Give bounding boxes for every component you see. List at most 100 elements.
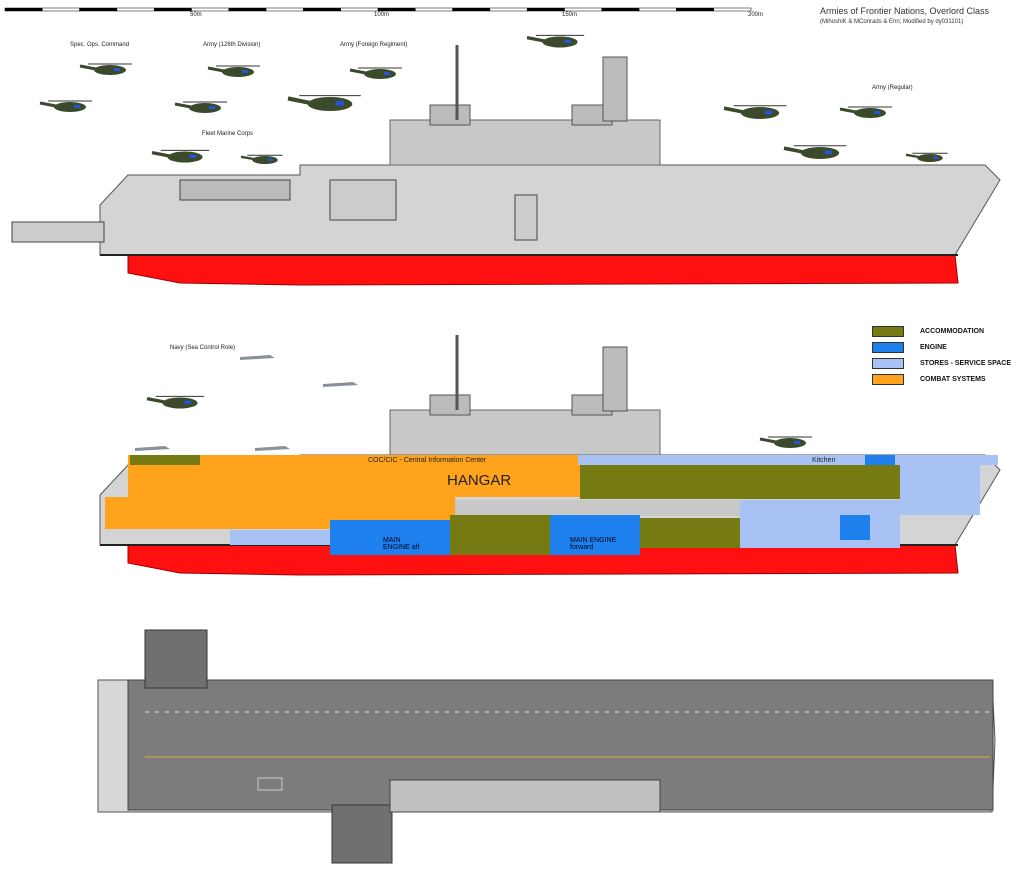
scale-bar-segment xyxy=(42,7,80,12)
legend-swatch-combat xyxy=(872,374,904,385)
window xyxy=(384,72,390,75)
stores-block xyxy=(740,520,900,548)
funnel-aft xyxy=(429,104,471,126)
window xyxy=(184,400,191,405)
label-engine-forward: MAIN ENGINE forward xyxy=(570,537,617,551)
island xyxy=(389,119,661,166)
tower xyxy=(602,56,628,122)
label-kitchen: Kitchen xyxy=(812,457,836,464)
window xyxy=(933,156,938,159)
window xyxy=(209,106,215,109)
scale-bar-segment xyxy=(601,7,640,12)
stores-block xyxy=(578,455,998,465)
scale-tick-150: 150m xyxy=(562,12,578,18)
scale-bar-segment xyxy=(713,7,752,12)
opening xyxy=(329,179,397,221)
scale-bar-segment xyxy=(191,7,230,12)
tail xyxy=(349,68,367,75)
window xyxy=(794,441,800,444)
jet-icon xyxy=(240,355,275,360)
tail xyxy=(526,35,545,43)
label-spec-ops: Spec. Ops. Command xyxy=(70,42,130,48)
scale-bar-segment xyxy=(415,7,453,12)
scale-bar-segment xyxy=(526,7,565,12)
vehicle-deck-fwd xyxy=(455,500,745,516)
legend-label-accommodation: ACCOMMODATION xyxy=(920,328,985,335)
scale-bar-segment xyxy=(4,7,43,12)
scale-bar-segment xyxy=(228,7,267,12)
helicopter-icon xyxy=(167,151,203,163)
tail xyxy=(151,150,170,158)
accommodation-block xyxy=(640,518,740,548)
stores-block xyxy=(900,465,980,515)
scale-bar-segment xyxy=(116,7,155,12)
sheet-title: Armies of Frontier Nations, Overlord Cla… xyxy=(820,6,990,16)
aft-elevator xyxy=(144,629,208,689)
scale-bar-segment xyxy=(489,7,528,12)
window xyxy=(114,68,120,71)
window xyxy=(335,101,344,106)
label-navy: Navy (Sea Control Role) xyxy=(170,345,236,351)
stores-block xyxy=(230,530,330,545)
scale-bar-segment xyxy=(153,7,192,12)
legend-swatch-accommodation xyxy=(872,326,904,337)
tail xyxy=(723,106,744,114)
legend-swatch-engine xyxy=(872,342,904,353)
legend-label-combat: COMBAT SYSTEMS xyxy=(920,376,986,383)
helicopter-icon xyxy=(307,97,353,111)
boat-bay xyxy=(179,179,291,201)
scale-tick-100: 100m xyxy=(374,12,390,18)
label-hangar: HANGAR xyxy=(447,472,512,489)
tail xyxy=(79,64,97,71)
helicopter-icon xyxy=(222,67,254,77)
window xyxy=(189,154,196,159)
tail xyxy=(905,153,920,159)
legend-swatch-stores xyxy=(872,358,904,369)
label-fleet-marine: Fleet Marine Corps xyxy=(202,131,254,137)
tower xyxy=(602,346,628,412)
hull-waterline xyxy=(127,254,959,286)
scale-bar-segment xyxy=(638,7,677,12)
label-army-126: Army (126th Division) xyxy=(203,42,261,48)
window xyxy=(564,39,571,44)
jet-icon xyxy=(135,446,170,451)
tail xyxy=(39,101,57,108)
stores-block xyxy=(740,500,900,520)
window xyxy=(874,111,880,114)
helicopter-icon xyxy=(252,156,278,164)
helicopter-icon xyxy=(364,69,396,79)
tail xyxy=(759,437,777,444)
jet-icon xyxy=(255,446,290,451)
scale-bar-segment xyxy=(564,7,603,12)
helicopter-icon xyxy=(94,65,126,75)
scale-bar-segment xyxy=(452,7,491,12)
tail xyxy=(174,102,192,109)
helicopter-icon xyxy=(542,36,578,48)
tail xyxy=(146,396,165,404)
helicopter-icon xyxy=(917,154,943,162)
accommodation-block xyxy=(450,515,550,555)
tail xyxy=(207,66,225,73)
tail xyxy=(287,96,311,106)
scale-bar-segment xyxy=(340,7,379,12)
window xyxy=(242,70,248,73)
hangar-area xyxy=(128,465,580,497)
scale-bar-segment xyxy=(676,7,714,12)
tail xyxy=(839,107,857,114)
helicopter-icon xyxy=(774,438,806,448)
label-engine-aft: MAIN ENGINE aft xyxy=(383,537,420,551)
window xyxy=(764,110,772,115)
deck-outline xyxy=(257,777,283,791)
engine-room-fwd xyxy=(550,515,640,555)
label-army-regular: Army (Regular) xyxy=(872,85,913,91)
engine-block xyxy=(840,515,870,540)
scale-bar-segment xyxy=(79,7,118,12)
door xyxy=(514,194,538,241)
engine-room-aft xyxy=(330,520,450,555)
landing-craft xyxy=(11,221,105,243)
label-army-foreign: Army (Foreign Regiment) xyxy=(340,42,408,48)
accommodation-block xyxy=(130,455,200,465)
scale-bar-segment xyxy=(265,7,304,12)
